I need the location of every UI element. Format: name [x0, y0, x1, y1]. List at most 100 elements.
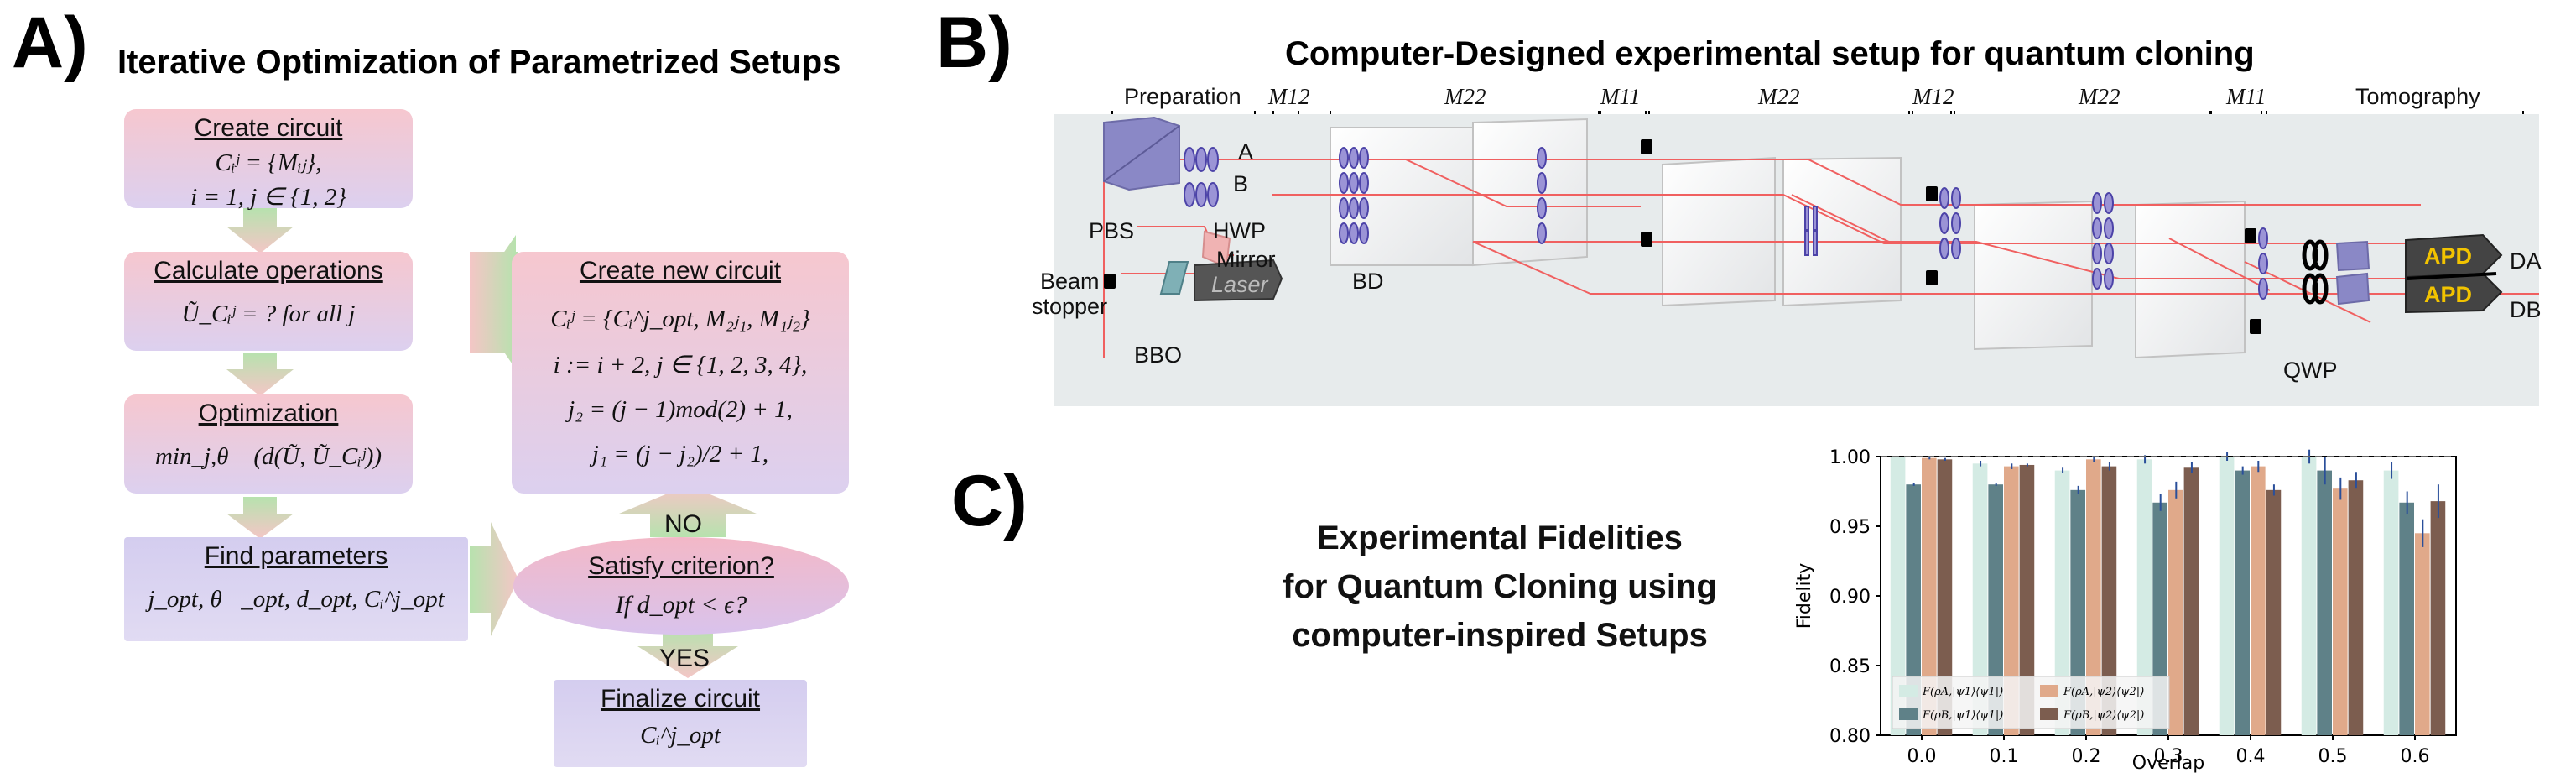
bar [2168, 489, 2183, 735]
section-m12-b: M12 [1912, 84, 1954, 109]
y-tick-label: 0.80 [1829, 726, 1871, 747]
optical-setup-drawing [1103, 116, 2539, 359]
y-tick-label: 1.00 [1829, 447, 1871, 468]
bd-4 [1782, 156, 1902, 307]
label-bbo: BBO [1134, 342, 1183, 368]
section-m12-a: M12 [1268, 84, 1310, 109]
flow-arrows [226, 208, 757, 678]
label-laser: Laser [1211, 272, 1268, 297]
finalize-line1: Cᵢ^j_opt [640, 722, 721, 749]
find-parameters-header: Find parameters [204, 542, 388, 570]
x-tick-label: 0.1 [1990, 746, 2019, 767]
section-m11-a: M11 [1600, 84, 1641, 109]
bar [2054, 470, 2070, 735]
legend-label: F(ρB,|ψ2⟩⟨ψ2|) [2063, 709, 2144, 722]
x-axis-label: Overlap [2132, 753, 2204, 773]
pbs-cube [1103, 116, 1180, 191]
label-stopper: stopper [1032, 294, 1108, 319]
bar [1906, 484, 1921, 735]
label-hwp: HWP [1213, 218, 1266, 243]
calc-operations-line1: Ũ_Cᵢʲ = ? for all j [181, 300, 356, 327]
arrow-down-3 [226, 497, 294, 539]
find-parameters-box: Find parameters j_opt, θ⃗_opt, d_opt, Cᵢ… [124, 537, 468, 641]
bar [2301, 457, 2317, 735]
bar [1988, 484, 2003, 735]
yes-label: YES [659, 645, 710, 672]
optimization-header: Optimization [198, 400, 339, 427]
optimization-box: Optimization min_j,θ⃗ (d(Ũ, Ũ_Cᵢʲ)) [124, 394, 413, 494]
bar [2430, 501, 2446, 735]
bbo-crystal [1159, 261, 1189, 295]
optimization-line1: min_j,θ⃗ (d(Ũ, Ũ_Cᵢʲ)) [154, 443, 382, 470]
legend-swatch [1899, 685, 1918, 697]
legend-label: F(ρB,|ψ1⟩⟨ψ1|) [1922, 709, 2003, 722]
new-circuit-box: Create new circuit Cᵢʲ = {Cᵢ^j_opt, M₂ⱼ₁… [512, 252, 849, 494]
new-circuit-line4: j₁ = (j − j₂)/2 + 1, [591, 441, 769, 467]
label-pbs: PBS [1089, 218, 1135, 243]
legend-box [1892, 676, 2170, 729]
arrow-right-1 [470, 522, 518, 636]
y-tick-label: 0.95 [1829, 517, 1871, 538]
x-tick-label: 0.5 [2318, 746, 2348, 767]
new-circuit-line3: j₂ = (j − 1)mod(2) + 1, [568, 396, 793, 423]
arrow-down-2 [226, 353, 294, 396]
bar [2251, 466, 2266, 735]
bar [2333, 488, 2348, 735]
bar [2399, 502, 2414, 735]
legend-swatch [1899, 708, 1918, 720]
section-preparation: Preparation [1124, 84, 1241, 109]
bar [1972, 463, 1988, 735]
label-beam: Beam [1040, 269, 1100, 294]
finalize-header: Finalize circuit [600, 685, 761, 713]
label-db: DB [2510, 297, 2542, 322]
create-circuit-header: Create circuit [194, 114, 343, 142]
bd-3 [1662, 156, 1776, 307]
section-m22-a: M22 [1444, 84, 1486, 109]
calc-operations-box: Calculate operations Ũ_Cᵢʲ = ? for all j [124, 252, 413, 351]
legend-label: F(ρA,|ψ1⟩⟨ψ1|) [1922, 686, 2003, 698]
y-tick-label: 0.90 [1829, 587, 1871, 608]
bd-2 [1472, 118, 1588, 267]
panel-b-title: Computer-Designed experimental setup for… [1285, 35, 2255, 72]
criterion-line1: If d_opt < ϵ? [615, 591, 747, 619]
bar [1937, 459, 1953, 735]
label-b: B [1233, 171, 1249, 196]
legend-swatch [2040, 685, 2058, 697]
laser-body [1194, 259, 1283, 302]
create-circuit-line2: i = 1, j ∈ {1, 2} [190, 184, 346, 211]
panel-c-title-line2: for Quantum Cloning using [1283, 568, 1717, 605]
section-tomography: Tomography [2355, 84, 2480, 109]
bar [1922, 457, 1937, 735]
bar [2383, 470, 2399, 735]
bar [2317, 470, 2332, 735]
new-circuit-line1: Cᵢʲ = {Cᵢ^j_opt, M₂ⱼ₁, M₁ⱼ₂} [550, 306, 810, 332]
x-tick-label: 0.4 [2236, 746, 2266, 767]
bar [2019, 464, 2035, 735]
bd-5 [1974, 200, 2093, 351]
arrow-left-2 [470, 235, 516, 369]
bar [2235, 470, 2250, 735]
bar [2219, 457, 2235, 735]
label-qwp: QWP [2283, 358, 2338, 383]
create-circuit-box: Create circuit Cᵢʲ = {Mᵢⱼ}, i = 1, j ∈ {… [124, 109, 413, 211]
section-m11-b: M11 [2226, 84, 2266, 109]
bar [2266, 489, 2282, 735]
criterion-header: Satisfy criterion? [588, 552, 774, 580]
bar [2004, 466, 2019, 735]
legend-label: F(ρA,|ψ2⟩⟨ψ2|) [2063, 686, 2144, 698]
optical-setup: A B PBS HWP Mirror Beam stopper BBO Lase… [1032, 114, 2542, 406]
bar [2070, 489, 2085, 735]
new-circuit-header: Create new circuit [579, 257, 782, 285]
panel-c-title-line3: computer-inspired Setups [1292, 617, 1708, 654]
label-apd-b: APD [2424, 282, 2473, 307]
bar [2136, 459, 2152, 735]
section-m22-b: M22 [1758, 84, 1800, 109]
x-tick-label: 0.6 [2401, 746, 2430, 767]
no-label: NO [664, 510, 702, 538]
calc-operations-header: Calculate operations [154, 257, 383, 285]
panel-a-letter: A) [12, 3, 88, 83]
arrow-down-4 [637, 629, 738, 678]
bar [2086, 459, 2101, 735]
panel-c-title: Experimental Fidelities for Quantum Clon… [1248, 514, 1751, 660]
label-a: A [1238, 139, 1254, 165]
